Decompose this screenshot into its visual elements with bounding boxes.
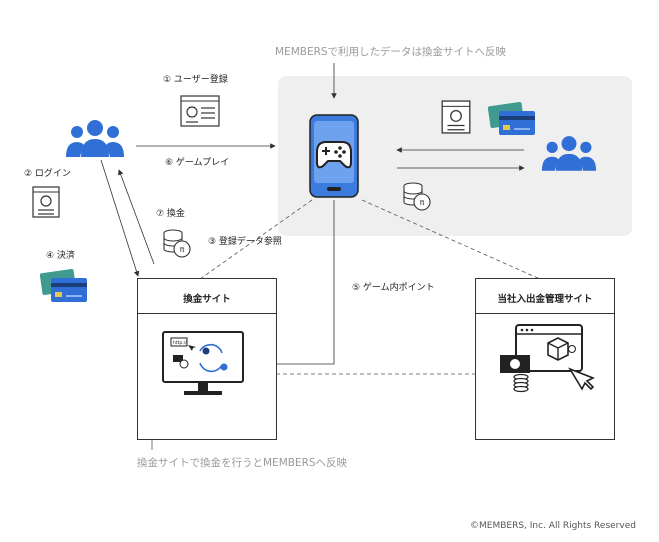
monitor-exchange-icon: http:// xyxy=(162,331,244,395)
svg-text:http://: http:// xyxy=(173,340,187,346)
admin-site-box: 当社入出金管理サイト xyxy=(475,278,615,440)
users-group-icon xyxy=(66,120,124,157)
arrow-exchange-to-user xyxy=(118,169,155,265)
step-4-label: ④ 決済 xyxy=(46,251,75,261)
step-1-label: ① ユーザー登録 xyxy=(163,75,228,85)
admin-site-title: 当社入出金管理サイト xyxy=(497,294,593,305)
line-data-reference xyxy=(199,199,313,280)
panel-coin-stack-icon: π xyxy=(403,182,431,211)
exchange-site-box: 換金サイト http:// xyxy=(137,278,277,440)
svg-text:π: π xyxy=(420,198,425,207)
coin-stack-icon: π xyxy=(163,229,191,258)
bottom-note: 換金サイトで換金を行うとMEMBERSへ反映 xyxy=(137,457,348,469)
step-6-label: ⑥ ゲームプレイ xyxy=(165,158,230,168)
credit-cards-icon xyxy=(39,268,87,302)
line-in-game-points xyxy=(276,200,335,365)
users-group-icon xyxy=(541,136,597,171)
copyright: ©MEMBERS, Inc. All Rights Reserved xyxy=(470,521,636,531)
svg-text:π: π xyxy=(180,245,185,254)
profile-card-icon xyxy=(180,95,220,127)
panel-profile-icon xyxy=(441,100,471,134)
exchange-site-title: 換金サイト xyxy=(183,294,231,305)
smartphone-gamepad-icon xyxy=(309,114,359,198)
exchange-site-divider xyxy=(138,313,276,314)
login-card-icon xyxy=(32,186,60,218)
arrow-user-to-exchange xyxy=(100,159,140,277)
step-5-label: ⑤ ゲーム内ポイント xyxy=(352,283,435,293)
step-7-label: ⑦ 換金 xyxy=(156,209,185,219)
line-phone-admin xyxy=(361,199,541,280)
step-3-label: ③ 登録データ参照 xyxy=(208,237,282,247)
step-2-label: ② ログイン xyxy=(24,169,71,179)
top-note: MEMBERSで利用したデータは換金サイトへ反映 xyxy=(275,46,507,58)
panel-credit-cards-icon xyxy=(487,101,535,135)
admin-site-divider xyxy=(476,313,614,314)
admin-dashboard-icon xyxy=(500,324,595,393)
